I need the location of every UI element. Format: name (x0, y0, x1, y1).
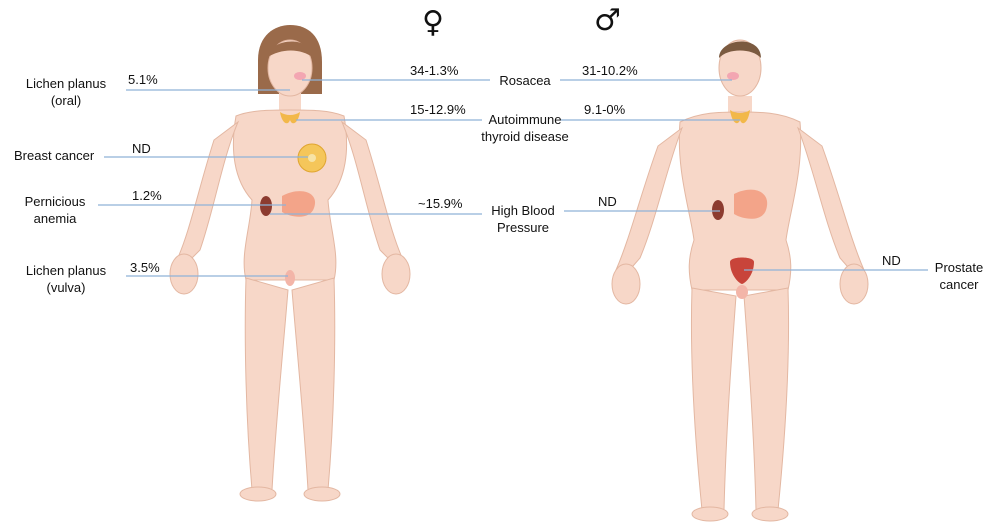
male-right-leg (744, 288, 789, 510)
value-male-prostate: ND (882, 252, 901, 269)
female-stomach (282, 191, 315, 217)
label-line-2: (vulva) (20, 279, 112, 296)
label-prostate-cancer: Prostate cancer (928, 259, 990, 293)
label-line-2: thyroid disease (470, 128, 580, 145)
male-left-hand (612, 264, 640, 304)
female-right-leg (292, 278, 335, 490)
label-breast-cancer: Breast cancer (14, 147, 94, 164)
value-female-pernicious: 1.2% (132, 187, 162, 204)
value-female-lichen-oral: 5.1% (128, 71, 158, 88)
label-lichen-planus-oral: Lichen planus (oral) (20, 75, 112, 109)
female-right-arm (342, 122, 404, 266)
male-right-foot (752, 507, 788, 521)
label-line-1: Pernicious (16, 193, 94, 210)
female-right-foot (304, 487, 340, 501)
label-line-1: Lichen planus (20, 262, 112, 279)
label-autoimmune-thyroid: Autoimmune thyroid disease (470, 111, 580, 145)
value-female-breast-cancer: ND (132, 140, 151, 157)
label-pernicious-anemia: Pernicious anemia (16, 193, 94, 227)
label-line-2: cancer (928, 276, 990, 293)
label-line-2: anemia (16, 210, 94, 227)
female-left-leg (245, 278, 288, 490)
label-high-blood-pressure: High Blood Pressure (482, 202, 564, 236)
male-genitals (736, 285, 748, 299)
female-symbol: ♀ (422, 8, 444, 38)
label-line-1: High Blood (482, 202, 564, 219)
female-rosacea-mark (294, 72, 306, 80)
value-male-rosacea: 31-10.2% (582, 62, 638, 79)
label-line-2: Pressure (482, 219, 564, 236)
female-right-hand (382, 254, 410, 294)
male-right-arm (798, 128, 864, 274)
female-left-hand (170, 254, 198, 294)
male-stomach (734, 190, 767, 219)
label-line-1: Autoimmune (470, 111, 580, 128)
value-female-lichen-vulva: 3.5% (130, 259, 160, 276)
female-left-arm (176, 122, 238, 266)
female-left-foot (240, 487, 276, 501)
label-lichen-planus-vulva: Lichen planus (vulva) (20, 262, 112, 296)
male-kidney (712, 200, 724, 220)
female-breast-center (308, 154, 316, 162)
value-male-blood-pressure: ND (598, 193, 617, 210)
male-left-leg (691, 288, 736, 510)
value-female-blood-pressure: ~15.9% (418, 195, 462, 212)
male-symbol: ♂ (594, 6, 621, 36)
value-male-thyroid: 9.1-0% (584, 101, 625, 118)
male-rosacea-mark (727, 72, 739, 80)
male-left-arm (616, 128, 682, 274)
label-line-1: Prostate (928, 259, 990, 276)
male-body (612, 40, 868, 521)
female-body (170, 25, 410, 501)
leader-lines (98, 80, 928, 276)
label-line-1: Lichen planus (20, 75, 112, 92)
value-female-thyroid: 15-12.9% (410, 101, 466, 118)
label-rosacea: Rosacea (490, 72, 560, 89)
female-kidney (260, 196, 272, 216)
female-vulva (285, 270, 295, 286)
label-line-2: (oral) (20, 92, 112, 109)
value-female-rosacea: 34-1.3% (410, 62, 458, 79)
male-left-foot (692, 507, 728, 521)
